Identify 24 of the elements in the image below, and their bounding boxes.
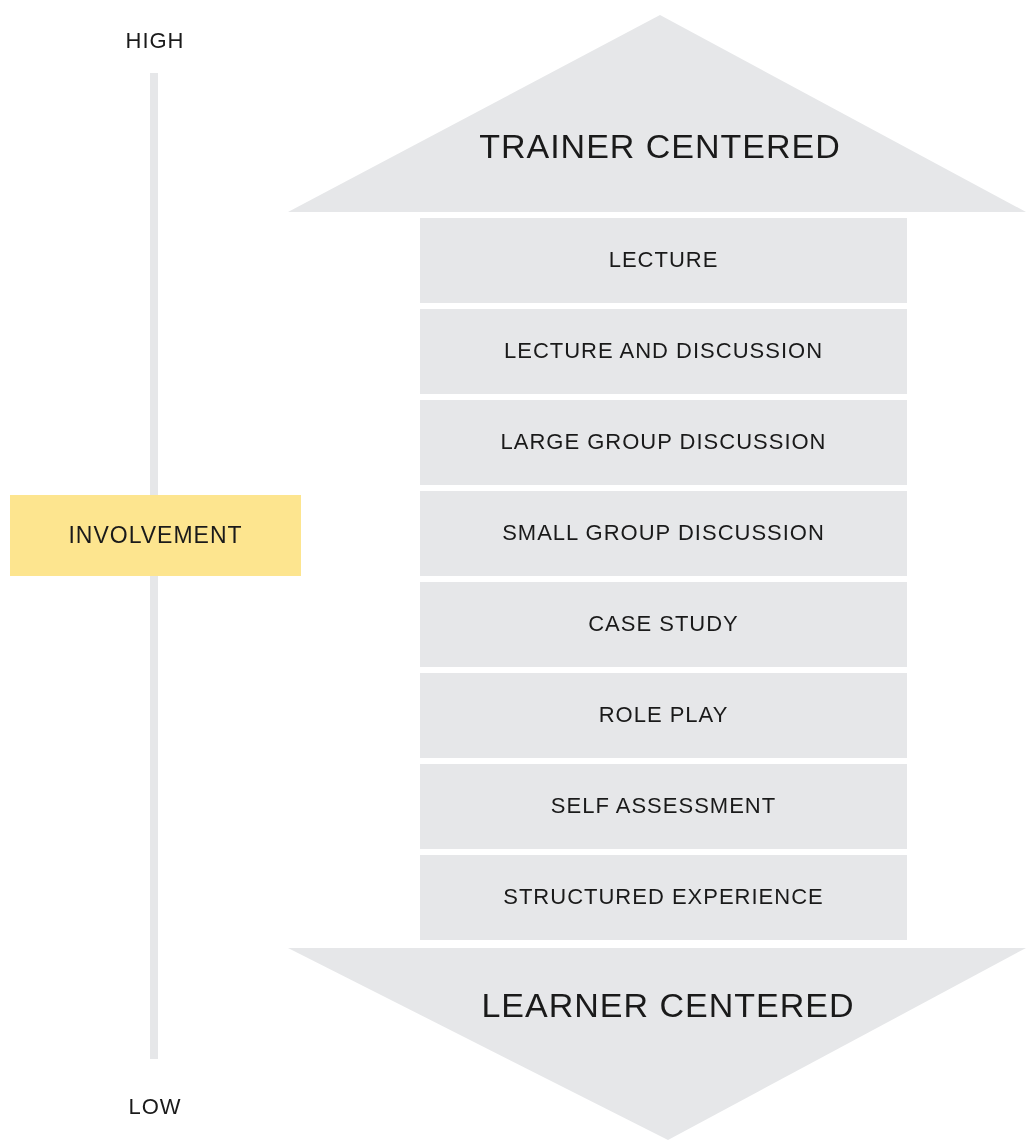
- method-box: [420, 309, 907, 394]
- method-box: [420, 400, 907, 485]
- up-arrow-head: [288, 15, 1026, 212]
- method-box: [420, 582, 907, 667]
- method-box: [420, 764, 907, 849]
- box-label: SMALL GROUP DISCUSSION: [501, 520, 826, 547]
- box-label: CASE STUDY: [587, 611, 740, 638]
- highlight-box: [10, 495, 301, 576]
- down-arrow-head: [288, 948, 1026, 1140]
- box-label: LARGE GROUP DISCUSSION: [499, 429, 828, 456]
- box-label: SELF ASSESSMENT: [549, 793, 778, 820]
- box-label: LECTURE AND DISCUSSION: [502, 338, 825, 365]
- method-box: [420, 855, 907, 940]
- arrow-heading: LEARNER CENTERED: [480, 986, 856, 1025]
- scale-label: HIGH: [125, 28, 185, 54]
- box-label: INVOLVEMENT: [67, 521, 244, 549]
- box-label: LECTURE: [607, 247, 720, 274]
- arrow-heading: TRAINER CENTERED: [478, 127, 842, 166]
- scale-label: LOW: [128, 1094, 182, 1120]
- box-label: ROLE PLAY: [597, 702, 730, 729]
- box-label: STRUCTURED EXPERIENCE: [502, 884, 825, 911]
- method-box: [420, 673, 907, 758]
- method-box: [420, 491, 907, 576]
- method-box: [420, 218, 907, 303]
